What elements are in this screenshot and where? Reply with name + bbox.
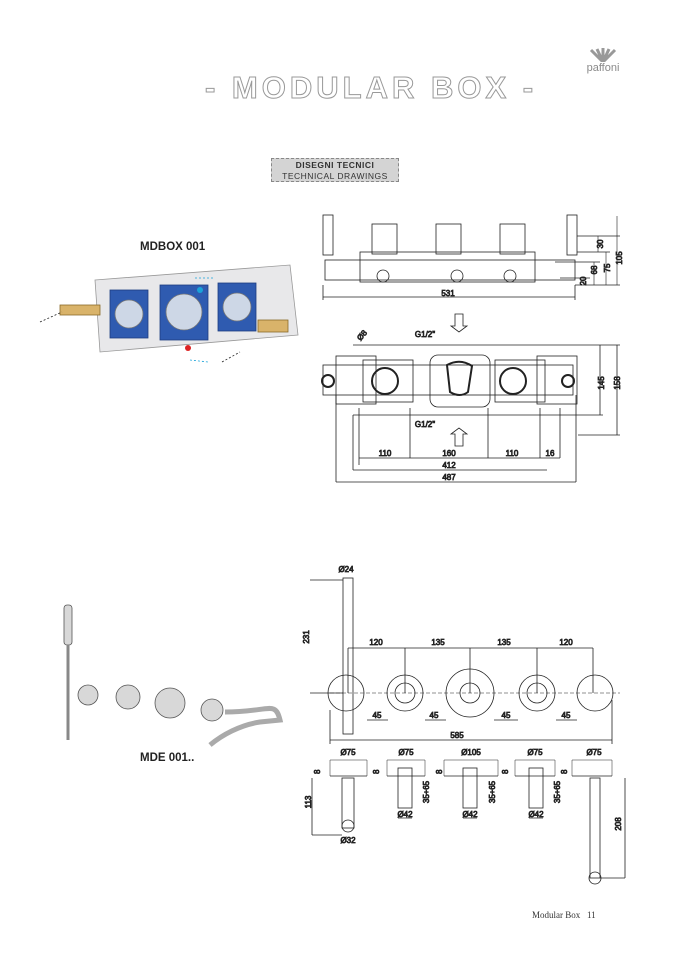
dim-8-4: 8: [501, 769, 510, 774]
dim-8-5: 8: [560, 769, 569, 774]
product-code-mdbox: MDBOX 001: [140, 241, 206, 253]
page-number: 11: [587, 910, 596, 920]
box-plan-view: [321, 313, 620, 483]
dim-d75-4: Ø75: [586, 748, 602, 757]
inlet-bottom-label: G1/2": [415, 420, 435, 429]
box-front-view: [322, 214, 620, 300]
mde-product-image: [63, 604, 284, 747]
brand-logo: paffoni: [583, 48, 623, 74]
dim-105: 105: [615, 251, 624, 265]
product-code-mde: MDE 001..: [140, 752, 195, 764]
brand-name: paffoni: [586, 62, 620, 74]
dim-35-65-3: 35÷65: [553, 780, 562, 803]
dim-16: 16: [546, 449, 555, 458]
dim-158: 158: [613, 376, 622, 390]
set-front-view: [310, 577, 620, 744]
dim-120-left: 120: [369, 638, 383, 647]
dim-487: 487: [442, 473, 456, 482]
section-badge: DISEGNI TECNICI TECHNICAL DRAWINGS: [271, 158, 399, 182]
dim-35-65-1: 35÷65: [422, 780, 431, 803]
dim-531: 531: [441, 289, 455, 298]
dim-d75-1: Ø75: [340, 748, 356, 757]
dim-8-2: 8: [372, 769, 381, 774]
dim-d32: Ø32: [340, 836, 356, 845]
dim-135-right: 135: [497, 638, 511, 647]
dim-d105: Ø105: [461, 748, 481, 757]
dim-160: 160: [442, 449, 456, 458]
dim-75: 75: [603, 263, 612, 272]
dim-110-right: 110: [506, 449, 519, 458]
dim-110-left: 110: [379, 449, 392, 458]
section-title-it: DISEGNI TECNICI: [295, 160, 375, 170]
dim-d42-3: Ø42: [528, 810, 544, 819]
dim-8-1: 8: [313, 769, 322, 774]
dim-8-3: 8: [435, 769, 444, 774]
page-title: - MODULAR BOX -: [204, 70, 538, 106]
dim-d42-2: Ø42: [462, 810, 478, 819]
dim-208: 208: [614, 817, 623, 831]
page-footer: Modular Box 11: [532, 910, 596, 920]
dim-35-65-2: 35÷65: [488, 780, 497, 803]
dim-45-4: 45: [562, 711, 571, 720]
section-title-en: TECHNICAL DRAWINGS: [282, 171, 388, 181]
dim-45-3: 45: [502, 711, 511, 720]
dim-d75-2: Ø75: [398, 748, 414, 757]
dim-120-right: 120: [559, 638, 573, 647]
dim-412: 412: [442, 461, 456, 470]
mdbox-product-image: [39, 264, 299, 363]
dim-68: 68: [590, 265, 599, 274]
dim-135-left: 135: [431, 638, 445, 647]
set-side-view: [311, 759, 626, 885]
dim-d75-3: Ø75: [527, 748, 543, 757]
dim-45-2: 45: [430, 711, 439, 720]
inlet-top-label: G1/2": [415, 330, 435, 339]
dim-20: 20: [579, 276, 588, 285]
footer-label: Modular Box: [532, 910, 581, 920]
dim-585: 585: [450, 731, 464, 740]
dim-45-1: 45: [373, 711, 382, 720]
dim-231: 231: [302, 630, 311, 644]
dim-145: 145: [597, 376, 606, 390]
dim-113: 113: [304, 795, 313, 808]
dim-d24: Ø24: [338, 565, 354, 574]
dim-d42-1: Ø42: [397, 810, 413, 819]
dim-hole-8: Ø8: [355, 328, 369, 342]
dim-30: 30: [596, 239, 605, 248]
logo-fan-icon: [589, 48, 617, 64]
